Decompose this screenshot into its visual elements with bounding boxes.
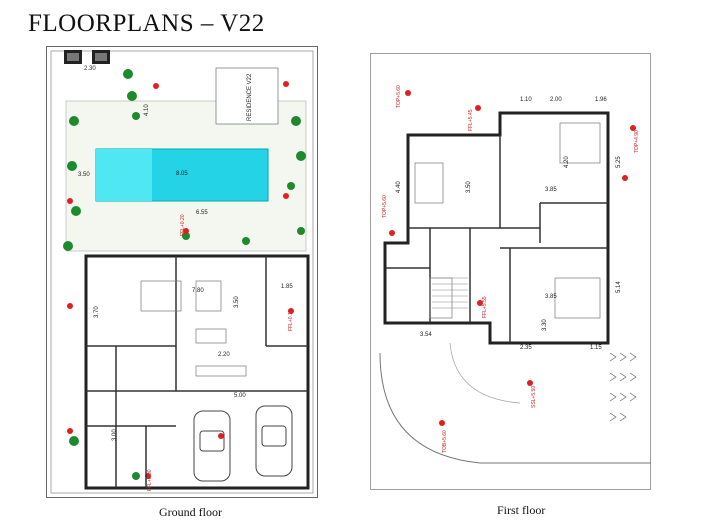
- dim-label: 2.00: [550, 97, 562, 103]
- dim-label: 3.50: [234, 296, 240, 308]
- dim-label: 1.96: [595, 97, 607, 103]
- residence-label: RESIDENCE V22: [247, 73, 253, 121]
- first-floor-plan: TOP+5.60 TOP+5.60 FFL+5.45 TOP+4.90 SSL+…: [370, 53, 651, 490]
- level-label: TOP+4.90: [634, 130, 640, 153]
- dim-label: 3.30: [542, 319, 548, 331]
- pool-length-label: 8.05: [176, 171, 188, 177]
- dim-label: 3.54: [420, 332, 432, 338]
- dim-label: 1.85: [281, 284, 293, 290]
- level-label: FFL+0.10: [288, 309, 294, 331]
- dim-label: 5.14: [616, 281, 622, 293]
- dim-label: 4.10: [144, 104, 150, 116]
- page-title: FLOORPLANS – V22: [28, 10, 265, 37]
- dim-label: 3.85: [545, 187, 557, 193]
- first-floor-drawing: TOP+5.60 TOP+5.60 FFL+5.45 TOP+4.90 SSL+…: [370, 53, 651, 490]
- level-label: TOP+5.60: [382, 195, 388, 218]
- level-label: FFL+0.00: [147, 469, 153, 491]
- level-label: FFL+5.45: [468, 109, 474, 131]
- dim-label: 3.70: [94, 306, 100, 318]
- dim-label: 4.20: [564, 156, 570, 168]
- dim-label: 1.15: [590, 345, 602, 351]
- dim-label: 5.00: [234, 393, 246, 399]
- dim-label: 7.80: [192, 288, 204, 294]
- dim-label: 3.85: [545, 294, 557, 300]
- level-label: FFL+0.20: [180, 214, 186, 236]
- level-label: TOB+5.60: [442, 430, 448, 453]
- dim-label: 3.00: [112, 429, 118, 441]
- ground-floor-caption: Ground floor: [159, 505, 222, 519]
- dim-label: 6.55: [196, 210, 208, 216]
- level-label: TOP+5.60: [396, 85, 402, 108]
- ground-floor-drawing: 8.05 3.50 6.55 RESIDENCE V22: [46, 46, 318, 498]
- dim-label: 4.40: [396, 181, 402, 193]
- dim-label: 3.50: [466, 181, 472, 193]
- level-label: SSL+5.50: [531, 386, 537, 408]
- dim-label: 2.20: [218, 352, 230, 358]
- dim-label: 1.10: [520, 97, 532, 103]
- dim-label: 5.25: [616, 156, 622, 168]
- dim-label: 2.35: [520, 345, 532, 351]
- ground-floor-plan: 8.05 3.50 6.55 RESIDENCE V22: [46, 46, 318, 498]
- first-floor-caption: First floor: [497, 503, 546, 517]
- level-label: FFL+5.55: [482, 296, 488, 318]
- dim-label: 2.30: [84, 66, 96, 72]
- pool-width-label: 3.50: [78, 172, 90, 178]
